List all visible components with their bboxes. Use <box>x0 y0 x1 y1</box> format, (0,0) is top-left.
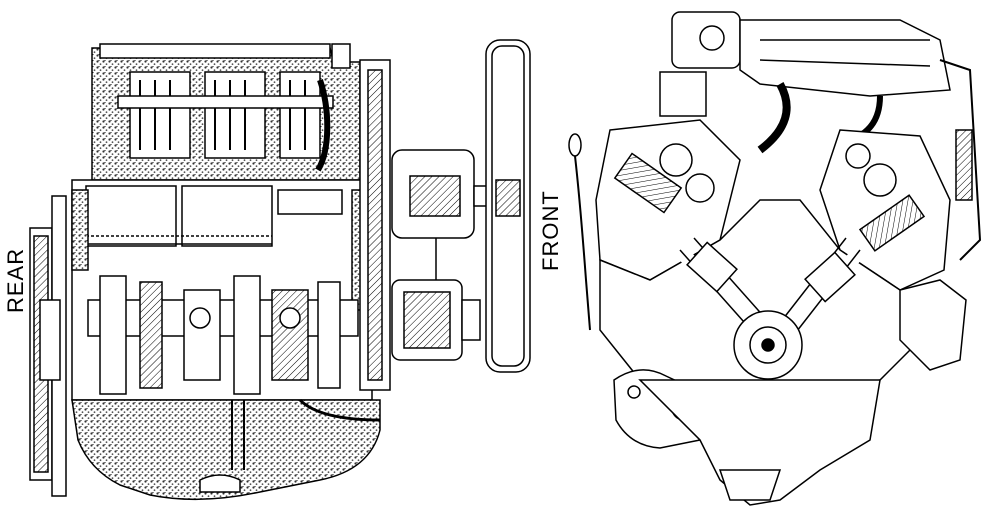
timing-cover <box>331 43 391 391</box>
v-block <box>599 199 931 401</box>
crankshaft-end <box>733 310 803 380</box>
end-section-view <box>568 11 982 506</box>
crankshaft <box>87 275 359 395</box>
intake-plenum <box>659 11 951 154</box>
side-cutaway-view <box>29 39 531 501</box>
cylinder-head <box>91 43 361 181</box>
cooling-fan <box>485 39 531 373</box>
dipstick <box>568 133 591 331</box>
v-oil-pan <box>638 379 881 506</box>
rear-label: REAR <box>3 247 28 313</box>
oil-pan <box>71 398 381 501</box>
crank-pulley <box>391 279 481 361</box>
front-label: FRONT <box>538 190 563 271</box>
flywheel <box>29 195 67 497</box>
left-cylinder-head <box>595 119 741 281</box>
exhaust-manifold <box>899 59 982 371</box>
